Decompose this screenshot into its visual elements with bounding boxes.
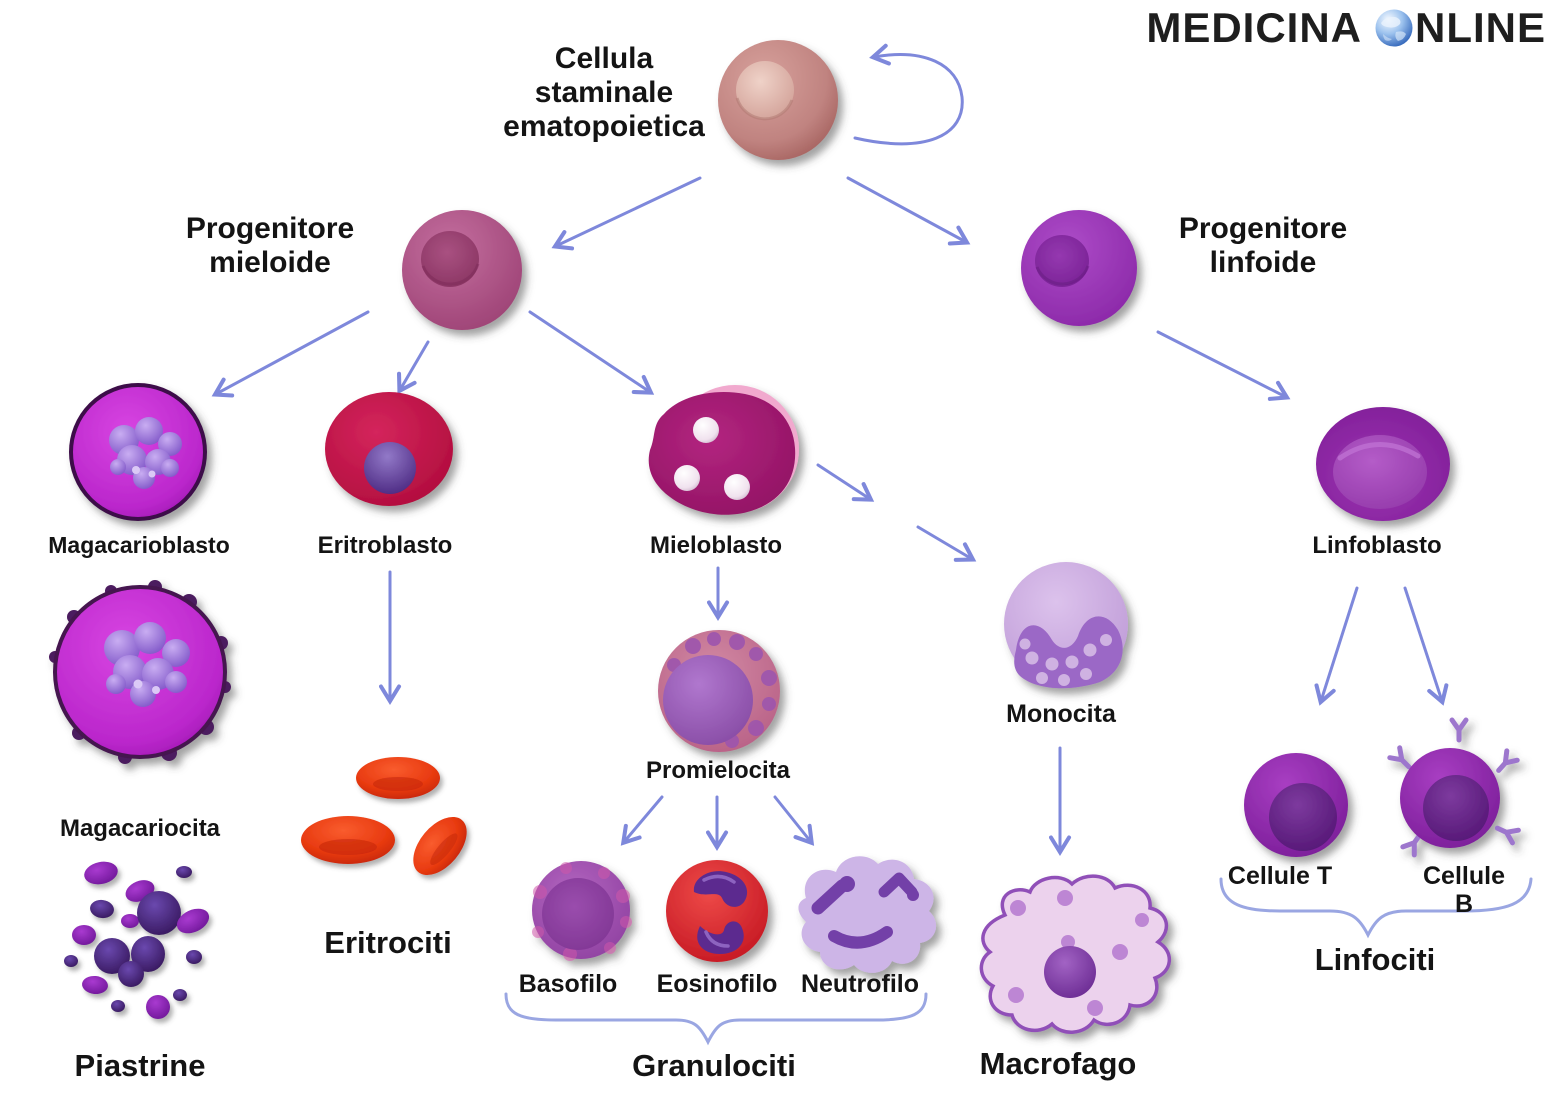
arrow-myeloblast-to-monocyte-2 bbox=[916, 525, 977, 562]
erythroblast-cell bbox=[325, 392, 453, 506]
neutrophil-lobes bbox=[811, 872, 919, 949]
flow-arrows bbox=[211, 43, 1449, 856]
b-cell bbox=[1387, 717, 1521, 858]
monocyte-label: Monocita bbox=[1006, 700, 1116, 728]
logo-text-nline: NLINE bbox=[1415, 4, 1546, 51]
neutrophil-cell bbox=[798, 856, 937, 973]
promyelocyte-label: Promielocita bbox=[645, 757, 791, 784]
myeloblast-cell bbox=[648, 385, 799, 515]
t-cell bbox=[1244, 753, 1348, 857]
arrow-self-renewal bbox=[853, 43, 964, 146]
lymphoid-progenitor-cell bbox=[1021, 210, 1137, 326]
b-cells-label: Cellule B bbox=[1423, 862, 1505, 919]
macrophage-label: Macrofago bbox=[979, 1046, 1137, 1081]
myeloblast-label: Mieloblasto bbox=[649, 532, 783, 559]
platelets-label: Piastrine bbox=[74, 1048, 206, 1083]
t-cells-label: Cellule T bbox=[1227, 862, 1333, 890]
group-braces bbox=[504, 877, 1533, 1046]
basophil-label: Basofilo bbox=[518, 970, 618, 998]
macrophage-granules bbox=[1008, 890, 1149, 1016]
arrow-lymphoblast-to-bcells bbox=[1403, 586, 1449, 706]
macrophage-cell bbox=[979, 874, 1171, 1034]
myeloid-progenitor-cell bbox=[402, 210, 522, 330]
logo-text-medicina: MEDICINA bbox=[1146, 4, 1362, 51]
globe-icon bbox=[1375, 9, 1413, 47]
monocyte-cell bbox=[1004, 562, 1128, 689]
logo: MEDICINA NLINE bbox=[1146, 4, 1546, 52]
arrow-myeloid-to-myeloblast bbox=[528, 310, 655, 395]
granulocytes-brace bbox=[504, 992, 928, 1046]
megakaryoblast-label: Magacarioblasto bbox=[48, 532, 230, 558]
lymphoblast-cell bbox=[1316, 407, 1450, 521]
promyelocyte-cell bbox=[658, 630, 780, 752]
arrow-promyelocyte-to-neutrophil bbox=[773, 795, 815, 846]
basophil-cell bbox=[532, 861, 632, 961]
arrow-stem-to-myeloid bbox=[551, 176, 702, 251]
monocyte-granules bbox=[1019, 634, 1112, 686]
megakaryoblast-cell bbox=[69, 383, 207, 521]
eosinophil-label: Eosinofilo bbox=[656, 970, 778, 998]
neutrophil-label: Neutrofilo bbox=[800, 970, 920, 998]
granulocytes-label: Granulociti bbox=[632, 1048, 796, 1083]
arrow-promyelocyte-to-basophil bbox=[620, 795, 664, 846]
lymphoid-progenitor-label: Progenitore linfoide bbox=[1178, 212, 1348, 279]
platelets-cluster bbox=[64, 861, 210, 1019]
stem-cell-label: Cellula staminale ematopoietica bbox=[503, 42, 705, 143]
lymphocytes-label: Linfociti bbox=[1314, 942, 1436, 977]
megakaryoblast-nucleus bbox=[109, 417, 182, 489]
erythrocytes-group bbox=[301, 757, 467, 876]
megakaryocyte-cell bbox=[49, 580, 231, 764]
megakaryocyte-nucleus bbox=[104, 622, 190, 707]
arrow-stem-to-lymphoid bbox=[846, 176, 971, 246]
stem-cell bbox=[718, 40, 838, 160]
arrow-myeloid-to-erythroblast bbox=[397, 340, 430, 395]
erythroblast-label: Eritroblasto bbox=[317, 532, 453, 559]
lymphocytes-brace bbox=[1219, 877, 1533, 939]
myeloid-progenitor-label: Progenitore mieloide bbox=[185, 212, 355, 279]
arrow-myeloblast-to-monocyte-1 bbox=[816, 463, 875, 502]
arrow-lymphoblast-to-tcells bbox=[1314, 586, 1359, 706]
lymphoblast-label: Linfoblasto bbox=[1312, 532, 1442, 559]
megakaryocyte-label: Magacariocita bbox=[59, 815, 221, 842]
erythrocytes-label: Eritrociti bbox=[324, 925, 452, 960]
arrow-lymphoid-to-lymphoblast bbox=[1156, 330, 1291, 401]
arrow-myeloid-to-megakaryoblast bbox=[211, 310, 370, 398]
eosinophil-cell bbox=[666, 860, 768, 962]
basophil-granules bbox=[532, 862, 632, 961]
